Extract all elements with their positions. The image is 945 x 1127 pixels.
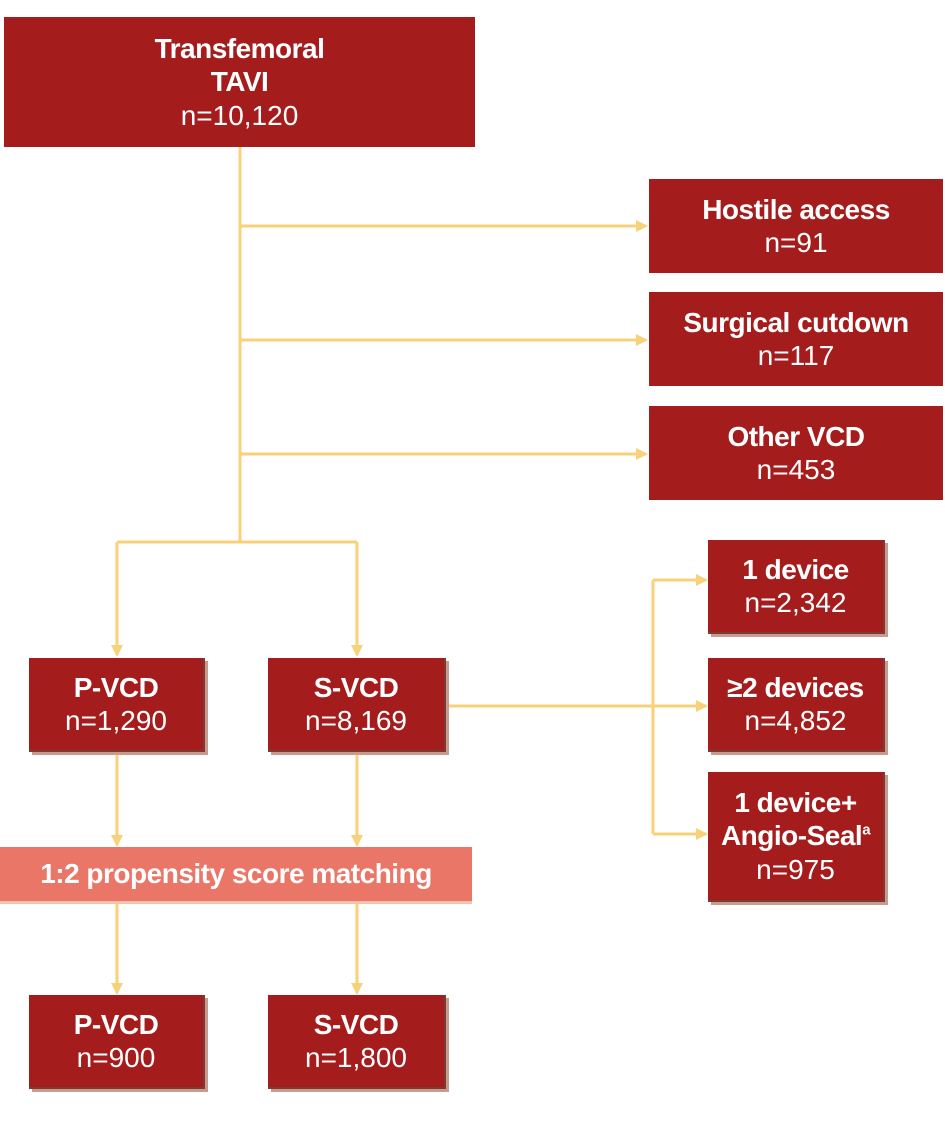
surgical-cutdown-box: Surgical cutdown n=117: [649, 292, 943, 386]
one-device-box: 1 device n=2,342: [708, 540, 885, 634]
other-vcd-count: n=453: [756, 454, 836, 485]
matched-pvcd-count: n=900: [76, 1042, 156, 1073]
surgical-cutdown-count: n=117: [757, 340, 835, 371]
angio-seal-line2-wrap: Angio-Seala: [720, 819, 871, 852]
matched-svcd-box: S-VCD n=1,800: [268, 995, 446, 1089]
angio-seal-box: 1 device+ Angio-Seala n=975: [708, 772, 885, 902]
svcd-count: n=8,169: [305, 705, 407, 736]
matched-svcd-count: n=1,800: [305, 1042, 407, 1073]
hostile-access-title: Hostile access: [702, 193, 890, 225]
hostile-access-box: Hostile access n=91: [649, 179, 943, 273]
svcd-title: S-VCD: [313, 671, 399, 703]
transfemoral-tavi-box: Transfemoral TAVI n=10,120: [4, 17, 475, 147]
matched-pvcd-box: P-VCD n=900: [29, 995, 205, 1089]
propensity-matching-label: 1:2 propensity score matching: [40, 858, 432, 889]
top-title-line2: TAVI: [210, 66, 269, 98]
svcd-box: S-VCD n=8,169: [268, 658, 446, 752]
pvcd-title: P-VCD: [73, 671, 159, 703]
matched-svcd-title: S-VCD: [313, 1008, 399, 1040]
angio-seal-line1: 1 device+: [734, 787, 857, 819]
one-device-title: 1 device: [742, 553, 849, 585]
two-devices-count: n=4,852: [744, 705, 847, 736]
two-devices-box: ≥2 devices n=4,852: [708, 658, 885, 752]
propensity-matching-box: 1:2 propensity score matching: [0, 847, 472, 901]
hostile-access-count: n=91: [764, 227, 828, 258]
other-vcd-title: Other VCD: [727, 420, 865, 452]
other-vcd-box: Other VCD n=453: [649, 406, 943, 500]
pvcd-box: P-VCD n=1,290: [29, 658, 205, 752]
angio-seal-footnote: a: [862, 822, 871, 840]
surgical-cutdown-title: Surgical cutdown: [683, 306, 909, 338]
pvcd-count: n=1,290: [65, 705, 167, 736]
matched-pvcd-title: P-VCD: [73, 1008, 159, 1040]
two-devices-title: ≥2 devices: [727, 671, 864, 703]
angio-seal-line2: Angio-Seal: [720, 820, 863, 852]
top-title-line1: Transfemoral: [154, 33, 325, 65]
angio-seal-count: n=975: [756, 853, 835, 885]
one-device-count: n=2,342: [744, 587, 847, 618]
top-count: n=10,120: [180, 99, 299, 131]
